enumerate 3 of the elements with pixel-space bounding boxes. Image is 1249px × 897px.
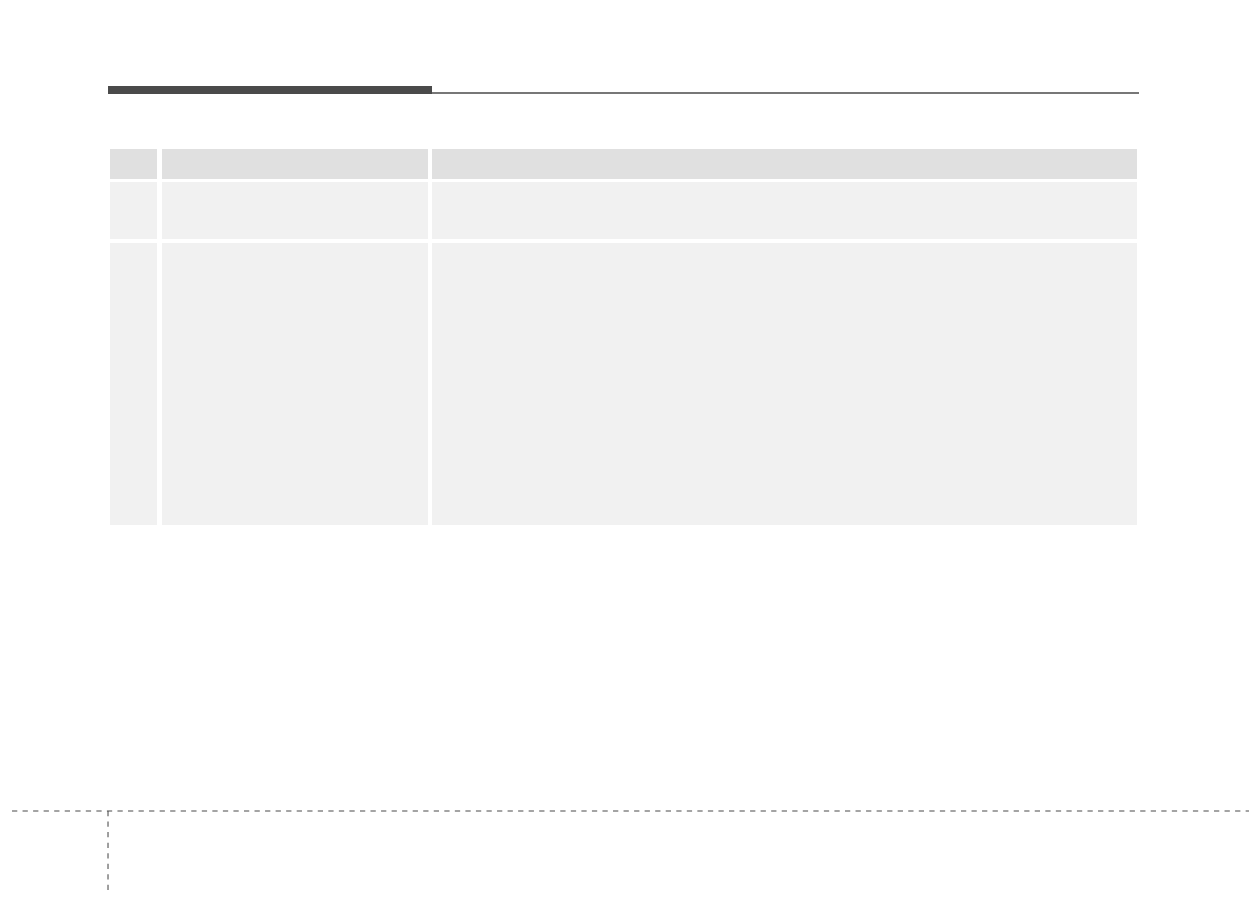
header-cell xyxy=(432,149,1137,179)
header-cell xyxy=(162,149,428,179)
header-cell xyxy=(110,149,157,179)
